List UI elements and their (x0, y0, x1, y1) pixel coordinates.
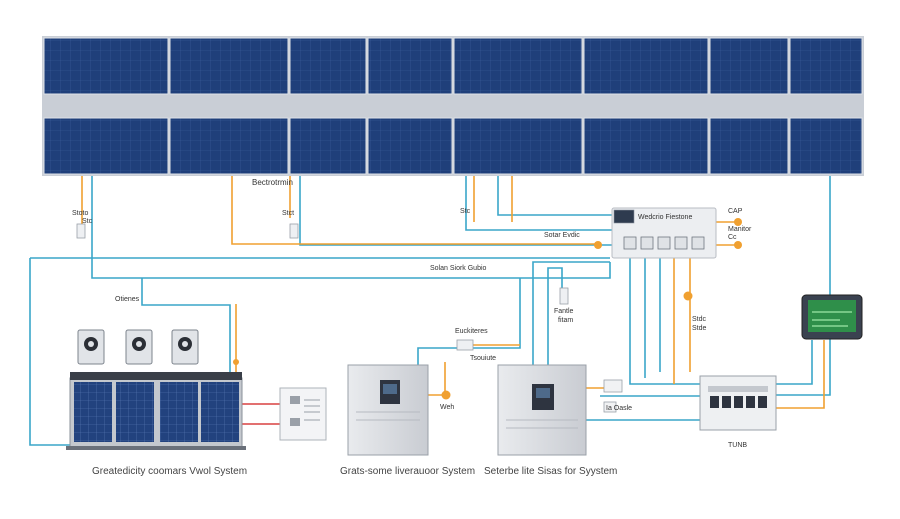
dot-5 (441, 390, 451, 400)
inline-device-1 (603, 379, 623, 393)
dot-1 (594, 241, 602, 249)
left-tag-1: Stoto (72, 210, 89, 217)
left-tag-2: Stc (82, 218, 93, 225)
solar-panel-module (367, 117, 453, 175)
controller-title: Wedcrio Fiestone (638, 214, 693, 221)
solar-panel-module (289, 117, 367, 175)
top-panel-grid (43, 37, 863, 175)
tung-label: TUNB (728, 442, 748, 449)
solar-panel-module (453, 37, 583, 95)
wire-blue-5 (299, 176, 620, 246)
cc-label: Cc (728, 234, 737, 241)
side-tag-2: Stde (692, 325, 707, 332)
wire-blue-4 (141, 278, 231, 372)
wire-blue-8 (417, 278, 521, 365)
fitam-label: fitam (558, 317, 574, 324)
monitor-display (801, 294, 863, 340)
inverter-cabinet (347, 364, 429, 456)
breaker-panel (279, 387, 327, 441)
tag-mid-2: Stc (460, 208, 471, 215)
side-tag-1: Stdc (692, 316, 707, 323)
wire-orange-2 (231, 176, 598, 245)
junction-dots (233, 218, 742, 400)
battery-cabinet (497, 364, 587, 456)
solar-evdic-label: Sotar Evdic (544, 232, 580, 239)
wire-blue-9 (532, 261, 610, 365)
tag-mid-1: Stct (282, 210, 295, 217)
fantle-label: Fantle (554, 308, 574, 315)
cap-label: CAP (728, 208, 743, 215)
euckiteres-label: Euckiteres (455, 328, 488, 335)
solar-panel-module (169, 37, 289, 95)
solar-panel-module (583, 37, 709, 95)
caption-mid: Grats-some liverauoor System (340, 466, 476, 477)
solar-panel-module (789, 37, 863, 95)
inline-devices (603, 379, 623, 413)
monitor-screen (808, 300, 856, 332)
otienes-label: Otienes (115, 296, 140, 303)
wire-blue-10 (547, 267, 563, 365)
dot-3 (734, 241, 742, 249)
tag-box-3 (559, 287, 569, 305)
meter-modules (77, 329, 199, 365)
caption-left: Greatedicity coomars Vwol System (92, 466, 248, 477)
tsouiute-label: Tsouiute (470, 355, 497, 362)
inline-device-2 (603, 401, 617, 413)
wire-blue-7 (497, 176, 612, 216)
wire-blue-13 (629, 258, 700, 385)
tag-box-4 (456, 339, 474, 351)
wiring (29, 176, 831, 446)
solar-panel-module (709, 117, 789, 175)
oasle-label: Ia Oasle (606, 405, 633, 412)
top-solar-array (42, 36, 864, 176)
wire-blue-16 (776, 176, 831, 396)
solar-panel-module (289, 37, 367, 95)
solar-panel-module (789, 117, 863, 175)
wire-tags (76, 223, 569, 351)
dot-4 (683, 291, 693, 301)
wire-red (240, 403, 280, 425)
controller-screen (613, 209, 635, 224)
solar-siork-label: Solan Siork Gubio (430, 265, 487, 272)
solar-panel-module (709, 37, 789, 95)
wire-orange-11 (776, 340, 825, 409)
wire-blue-6 (465, 176, 612, 231)
wire-blue-3 (29, 258, 70, 446)
left-battery-bank (66, 329, 246, 450)
caption-right: Seterbe lite Sisas for Syystem (484, 466, 618, 477)
dot-2 (734, 218, 742, 226)
tag-box-1 (76, 223, 86, 239)
solar-panel-module (43, 117, 169, 175)
wire-blue-1 (91, 176, 611, 279)
web-label: Weh (440, 404, 455, 411)
tag-box-2 (289, 223, 299, 239)
solar-panel-module (453, 117, 583, 175)
solar-panel-module (43, 37, 169, 95)
wire-blue-17 (776, 340, 813, 385)
solar-panel-module (169, 117, 289, 175)
dot-6 (233, 359, 239, 365)
distribution-unit (699, 375, 777, 431)
top-array-label: Bectrotrmin (252, 178, 293, 187)
manitor-label: Manitor (728, 226, 752, 233)
solar-panel-module (367, 37, 453, 95)
charge-controller (611, 207, 717, 259)
solar-panel-module (583, 117, 709, 175)
wire-orange-9 (428, 362, 446, 396)
